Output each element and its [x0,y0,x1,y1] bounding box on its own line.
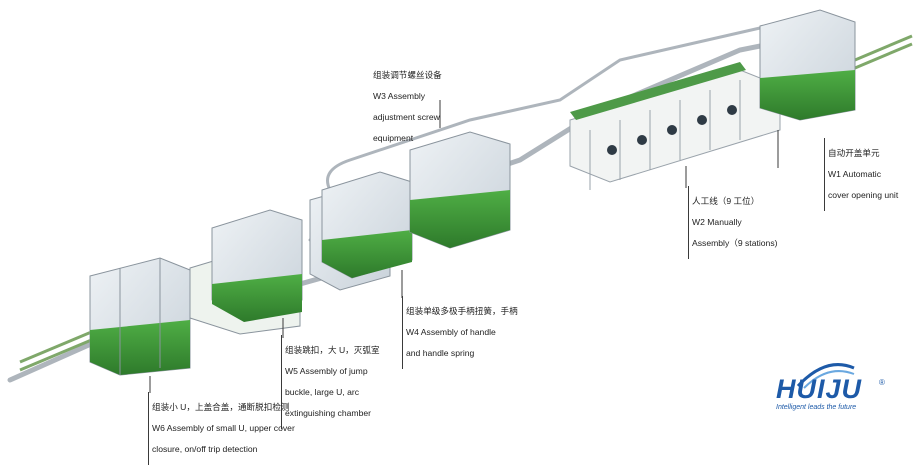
label-w6-en1: W6 Assembly of small U, upper cover [152,423,295,434]
production-line-illustration [7,9,913,393]
label-w1-cn: 自动开盖单元 [828,148,880,159]
machine-w1 [759,9,856,121]
logo-tagline: Intelligent leads the future [776,404,857,411]
label-w1-en2: cover opening unit [828,190,899,201]
machine-w3 [409,131,511,249]
label-w4-en2: and handle spring [406,348,475,359]
logo-swoosh-icon [796,363,855,389]
leader-lines [149,100,779,393]
label-w2: 人工线（9 工位） W2 Manually Assembly（9 station… [688,186,778,259]
manual-stations-w2 [569,62,781,190]
label-w3-en2: adjustment screw [373,112,440,123]
machine-w5 [189,209,303,335]
label-w2-en1: W2 Manually [692,217,742,228]
label-w3-en3: equipment [373,132,414,143]
label-w6-en2: closure, on/off trip detection [152,444,258,455]
label-w6-cn: 组装小 U，上盖合盖，通断脱扣检测 [152,402,290,413]
label-w3-cn: 组装调节螺丝设备 [373,70,442,81]
label-w3-en1: W3 Assembly [373,91,426,102]
label-w5-en1: W5 Assembly of jump [285,366,368,377]
label-w3: 组装调节螺丝设备 W3 Assembly adjustment screw eq… [370,60,442,154]
machine-w6 [89,257,191,376]
label-w4: 组装单级多极手柄扭簧，手柄 W4 Assembly of handle and … [402,296,518,369]
label-w5-en3: extinguishing chamber [285,407,371,418]
label-w5: 组装跳扣，大 U，灭弧室 W5 Assembly of jump buckle,… [281,335,380,429]
label-w6: 组装小 U，上盖合盖，通断脱扣检测 W6 Assembly of small U… [148,392,295,465]
machine-w4 [309,171,413,291]
label-w2-en2: Assembly（9 stations) [692,238,778,249]
label-w1-en1: W1 Automatic [828,169,882,180]
huiju-logo: HUIJU ® Intelligent leads the future [766,363,896,416]
label-w4-en1: W4 Assembly of handle [406,327,496,338]
label-w2-cn: 人工线（9 工位） [692,196,760,207]
label-w5-en2: buckle, large U, arc [285,387,360,398]
logo-registered-mark: ® [879,378,885,387]
label-w5-cn: 组装跳扣，大 U，灭弧室 [285,345,380,356]
logo-brand: HUIJU [776,374,863,404]
label-w1: 自动开盖单元 W1 Automatic cover opening unit [824,138,898,211]
label-w4-cn: 组装单级多极手柄扭簧，手柄 [406,306,518,317]
